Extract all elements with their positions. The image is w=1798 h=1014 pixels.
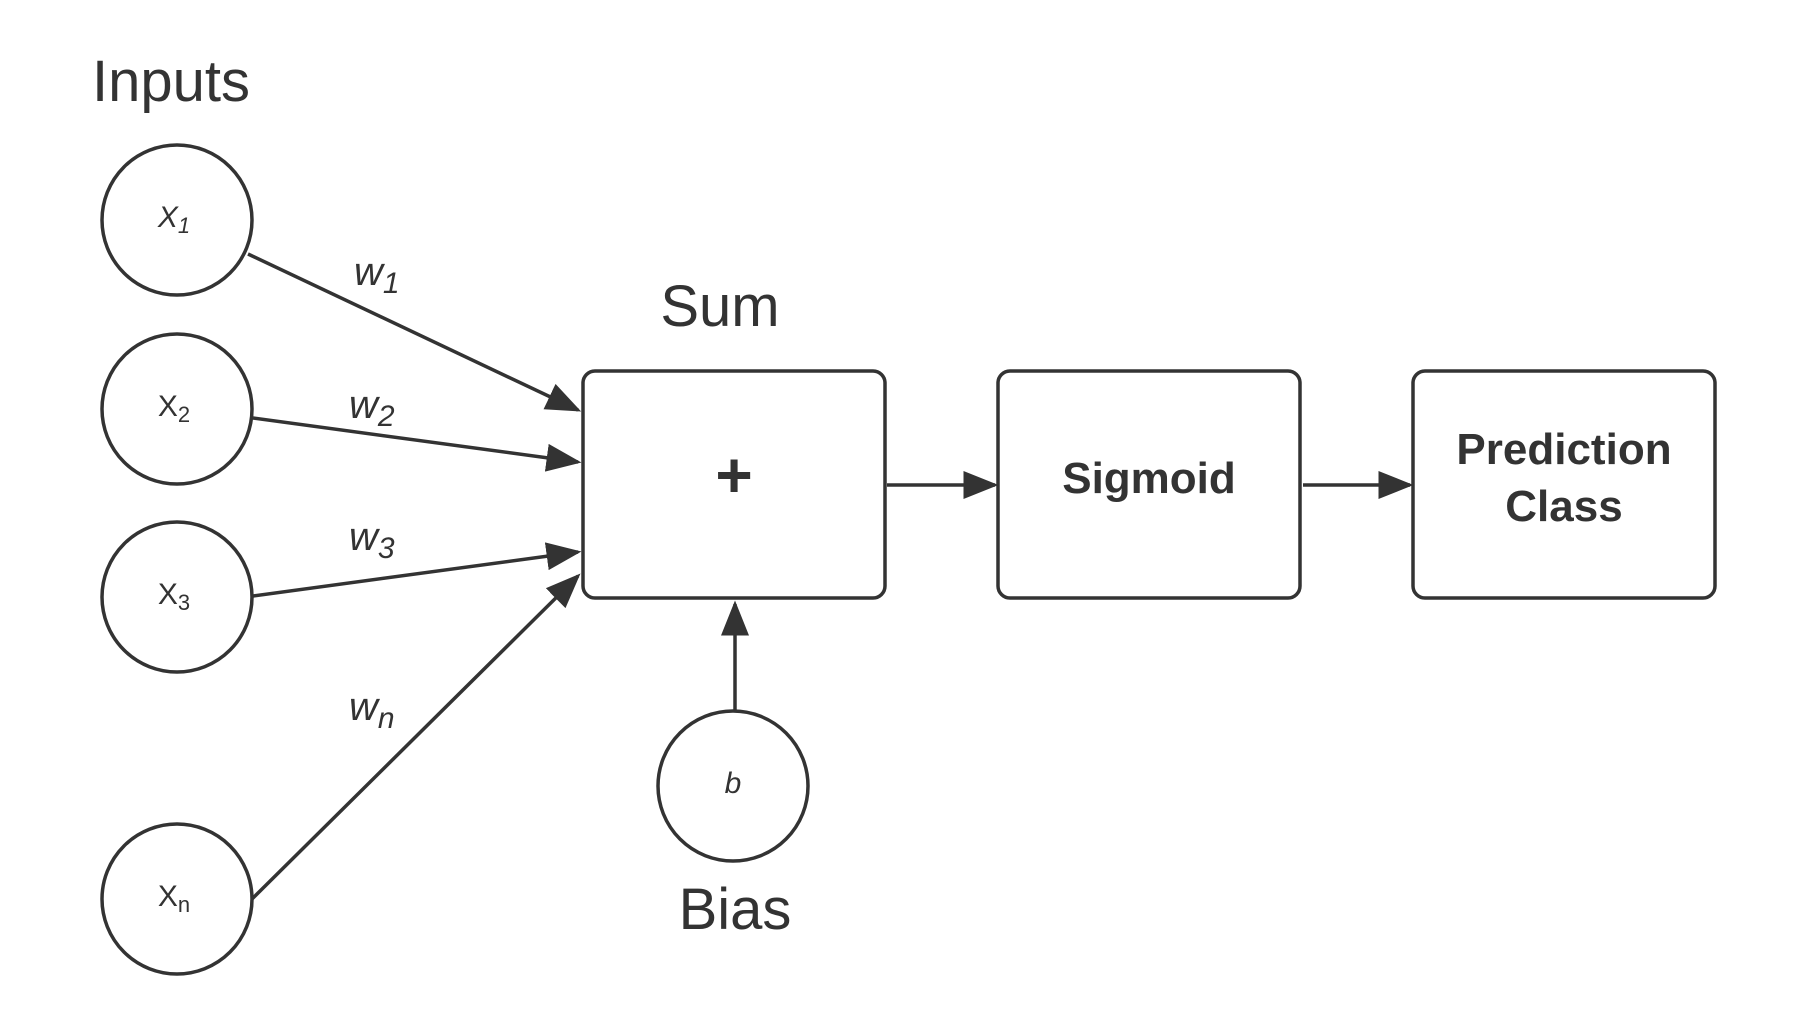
prediction-label-line1: Prediction (1456, 425, 1671, 474)
edge-x2-sum (252, 416, 582, 472)
weight-label-w3: w3 (349, 515, 395, 565)
svg-text:X3: X3 (158, 578, 190, 615)
prediction-box: Prediction Class (1411, 369, 1717, 600)
sigmoid-label: Sigmoid (1062, 454, 1236, 503)
weight-label-w2: w2 (349, 383, 395, 433)
bias-title: Bias (679, 877, 792, 942)
input-node-xn: Xn (100, 822, 254, 976)
sum-box: + (581, 369, 887, 600)
svg-text:X1: X1 (157, 201, 190, 238)
bias-node-label: b (725, 767, 742, 800)
edge-x3-sum (252, 542, 582, 598)
svg-text:Xn: Xn (158, 880, 190, 917)
inputs-title: Inputs (92, 49, 250, 114)
input-node-x1: X1 (100, 143, 254, 297)
sigmoid-box: Sigmoid (996, 369, 1302, 600)
input-node-x2: X2 (100, 332, 254, 486)
input-node-x3: X3 (100, 520, 254, 674)
svg-text:X2: X2 (158, 390, 190, 427)
prediction-label-line2: Class (1505, 482, 1622, 531)
edge-xn-sum (250, 573, 581, 901)
sum-title: Sum (660, 274, 779, 339)
bias-node: b (656, 709, 810, 863)
weight-label-w1: w1 (354, 250, 400, 300)
weight-label-wn: wn (349, 685, 395, 735)
edge-x1-sum (247, 252, 582, 412)
plus-symbol: + (715, 439, 752, 511)
